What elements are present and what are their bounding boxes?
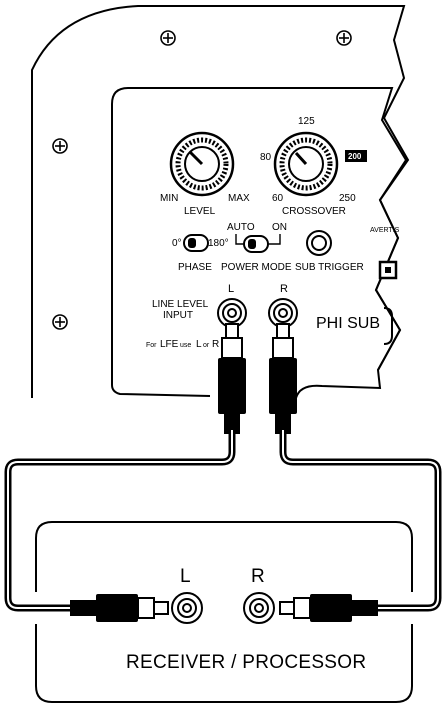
lfe-note: For LFE use L or R [146,339,219,350]
crossover-200-badge: 200 [345,150,367,162]
screw-icon [52,138,68,154]
sub-trigger-label: SUB TRIGGER [295,262,364,273]
subwoofer-inner-panel [111,87,408,385]
model-plate-edge [383,307,393,345]
socket-icon [378,260,398,280]
phase-0-label: 0° [172,238,182,249]
svg-text:200: 200 [348,152,362,161]
svg-text:L: L [196,339,202,350]
svg-text:For: For [146,342,157,349]
subwoofer-chassis-outline [31,5,410,399]
sub-input-left-jack[interactable] [217,298,247,328]
power-mode-indicator-line [235,234,281,245]
phase-label: PHASE [178,262,212,273]
line-level-label: LINE LEVEL [152,299,209,310]
receiver-panel: L R RECEIVER / PROCESSOR [35,521,413,703]
svg-text:R: R [212,339,219,350]
crossover-label: CROSSOVER [282,206,346,217]
sub-input-right-jack[interactable] [268,298,298,328]
cable-right [269,323,442,622]
screw-icon [160,30,176,46]
screw-icon [52,314,68,330]
phase-switch[interactable] [183,234,209,252]
crossover-250-label: 250 [339,193,356,204]
level-min-label: MIN [160,193,178,204]
subwoofer-inner-base [111,384,211,397]
power-mode-on-label: ON [272,222,287,233]
level-label: LEVEL [184,206,216,217]
phase-180-label: 180° [208,238,229,249]
sub-input-left-label: L [228,283,234,295]
input-label: INPUT [163,310,193,321]
receiver-right-jack[interactable] [243,592,275,624]
sub-input-right-label: R [280,283,288,295]
crossover-knob[interactable] [273,131,339,197]
power-mode-label: POWER MODE [221,262,292,273]
cable-left [4,323,246,622]
power-mode-auto-label: AUTO [227,222,255,233]
receiver-left-jack[interactable] [171,592,203,624]
power-mode-switch[interactable] [243,235,269,253]
receiver-right-label: R [251,566,265,587]
receiver-outline [35,521,413,703]
brand-fragment-label: AVERTIS [370,227,400,234]
crossover-60-label: 60 [272,193,284,204]
sub-trigger-jack[interactable] [306,230,332,256]
svg-text:use: use [180,342,191,349]
receiver-left-label: L [180,566,191,587]
screw-icon [336,30,352,46]
svg-text:LFE: LFE [160,339,179,350]
level-max-label: MAX [228,193,250,204]
receiver-label: RECEIVER / PROCESSOR [126,652,366,673]
model-name: PHI SUB [316,315,380,332]
svg-text:or: or [203,342,210,349]
level-knob[interactable] [169,131,235,197]
crossover-80-label: 80 [260,152,272,163]
crossover-125-label: 125 [298,116,315,127]
subwoofer-panel: MIN MAX LEVEL 125 80 200 60 250 CROSSOVE… [31,5,410,399]
